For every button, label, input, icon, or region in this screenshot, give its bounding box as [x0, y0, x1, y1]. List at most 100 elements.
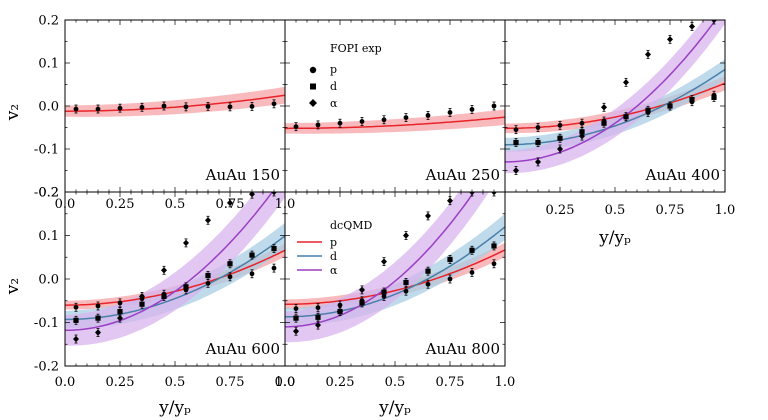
y-tick-label-panel-1: -0.2 [34, 186, 59, 201]
data-point-alpha-panel-5 [403, 231, 409, 240]
y-tick-label-panel-4: 0.0 [38, 273, 59, 288]
legend-model-d: d [330, 250, 337, 263]
model-line-d-panel-3 [505, 68, 725, 146]
x-tick-label-panel-4: 0.75 [216, 375, 245, 390]
data-point-p-panel-2 [469, 105, 475, 114]
legend-exp-alpha: α [330, 97, 338, 110]
data-point-p-panel-4 [271, 263, 277, 273]
data-points-layer [73, 20, 717, 344]
panel-label-5: AuAu 800 [425, 340, 500, 358]
x-tick-label-panel-1: 0.0 [55, 197, 76, 212]
data-point-d-panel-5 [469, 245, 475, 255]
model-line-d-panel-5 [285, 226, 505, 318]
data-point-p-panel-2 [359, 117, 365, 126]
x-tick-label-panel-5: 0.0 [275, 375, 296, 390]
data-point-d-panel-4 [95, 313, 101, 323]
data-point-p-panel-2 [315, 120, 321, 130]
data-point-p-panel-2 [447, 108, 453, 117]
data-point-alpha-panel-4 [205, 215, 211, 225]
x-tick-label-panel-5: 1.0 [495, 375, 516, 390]
x-tick-label-panel-5: 0.5 [385, 375, 406, 390]
data-point-p-panel-5 [425, 279, 431, 289]
data-point-alpha-panel-5 [337, 307, 343, 317]
x-axis-label-left: y/yₚ [158, 398, 191, 418]
y-axis-label-bottom: v₂ [3, 278, 23, 295]
data-point-d-panel-4 [73, 315, 79, 325]
legend-model-title: dcQMD [330, 219, 372, 232]
panel-label-1: AuAu 150 [205, 166, 280, 184]
x-tick-label-panel-4: 0.0 [55, 375, 76, 390]
data-point-d-panel-4 [249, 250, 255, 260]
legend-exp-p: p [330, 63, 337, 76]
x-axis-label-middle: y/yₚ [378, 398, 411, 418]
legend-fopi-exp: FOPI exp p d α [309, 42, 382, 110]
y-tick-label-panel-1: -0.1 [34, 143, 59, 158]
data-point-p-panel-1 [227, 102, 233, 112]
data-point-alpha-panel-5 [381, 257, 387, 267]
data-point-alpha-panel-4 [161, 265, 167, 275]
data-point-p-panel-2 [337, 118, 343, 128]
data-point-d-panel-5 [491, 241, 497, 251]
data-point-p-panel-2 [403, 113, 409, 123]
data-point-d-panel-5 [293, 313, 299, 323]
panel-label-2: AuAu 250 [425, 166, 500, 184]
data-point-p-panel-4 [95, 301, 101, 311]
data-point-p-panel-1 [205, 102, 211, 111]
data-point-p-panel-4 [117, 298, 123, 308]
model-line-alpha-panel-3 [505, 20, 717, 163]
x-tick-label-panel-4: 0.25 [106, 375, 135, 390]
x-tick-label-panel-4: 1.0 [275, 375, 296, 390]
data-point-d-panel-5 [359, 298, 365, 308]
data-point-p-panel-5 [469, 268, 475, 277]
legend-dcqmd: dcQMD p d α [297, 219, 372, 277]
data-point-alpha-panel-3 [689, 22, 695, 31]
data-point-d-panel-4 [183, 282, 189, 292]
model-line-alpha-panel-4 [65, 192, 274, 332]
model-line-p-panel-3 [505, 82, 725, 130]
data-point-d-panel-3 [557, 133, 563, 143]
x-axis-label-right: y/yₚ [598, 228, 631, 248]
data-point-d-panel-4 [271, 244, 277, 253]
model-lines-layer [65, 20, 725, 332]
x-tick-label-panel-3: 1.0 [715, 203, 736, 218]
data-point-p-panel-1 [95, 104, 101, 114]
y-tick-label-panel-1: 0.2 [38, 14, 59, 29]
data-point-alpha-panel-4 [73, 334, 79, 344]
model-line-p-panel-1 [65, 94, 285, 112]
data-point-d-panel-3 [667, 101, 673, 111]
panel-label-4: AuAu 600 [205, 340, 280, 358]
data-point-p-panel-3 [535, 123, 541, 132]
data-point-p-panel-1 [183, 102, 189, 112]
data-point-p-panel-2 [491, 101, 497, 111]
data-point-alpha-panel-3 [601, 102, 607, 112]
data-point-p-panel-5 [491, 259, 497, 269]
data-point-d-panel-5 [425, 266, 431, 276]
data-point-d-panel-5 [403, 278, 409, 287]
x-tick-label-panel-5: 0.25 [326, 375, 355, 390]
data-point-p-panel-1 [271, 99, 277, 109]
data-point-p-panel-4 [227, 272, 233, 282]
data-point-d-panel-3 [711, 93, 717, 102]
data-point-alpha-panel-3 [557, 144, 563, 154]
data-point-alpha-panel-3 [535, 157, 541, 167]
legend-exp-diamond-marker [309, 99, 317, 107]
data-point-p-panel-2 [425, 111, 431, 120]
panel-label-3: AuAu 400 [645, 166, 720, 184]
data-point-alpha-panel-3 [645, 50, 651, 59]
data-point-p-panel-1 [139, 102, 145, 112]
legend-exp-square-marker [310, 83, 316, 90]
data-point-alpha-panel-5 [293, 326, 299, 336]
data-point-p-panel-3 [557, 120, 563, 130]
data-point-d-panel-4 [205, 271, 211, 280]
y-tick-label-panel-4: 0.1 [38, 229, 59, 244]
legend-model-p: p [330, 236, 337, 249]
data-point-p-panel-5 [447, 274, 453, 284]
data-point-alpha-panel-4 [139, 291, 145, 301]
data-point-alpha-panel-3 [513, 166, 519, 175]
data-point-alpha-panel-5 [315, 320, 321, 330]
data-point-p-panel-4 [73, 302, 79, 312]
data-point-d-panel-5 [447, 255, 453, 264]
data-point-alpha-panel-4 [183, 238, 189, 248]
y-tick-label-panel-4: -0.2 [34, 360, 59, 375]
